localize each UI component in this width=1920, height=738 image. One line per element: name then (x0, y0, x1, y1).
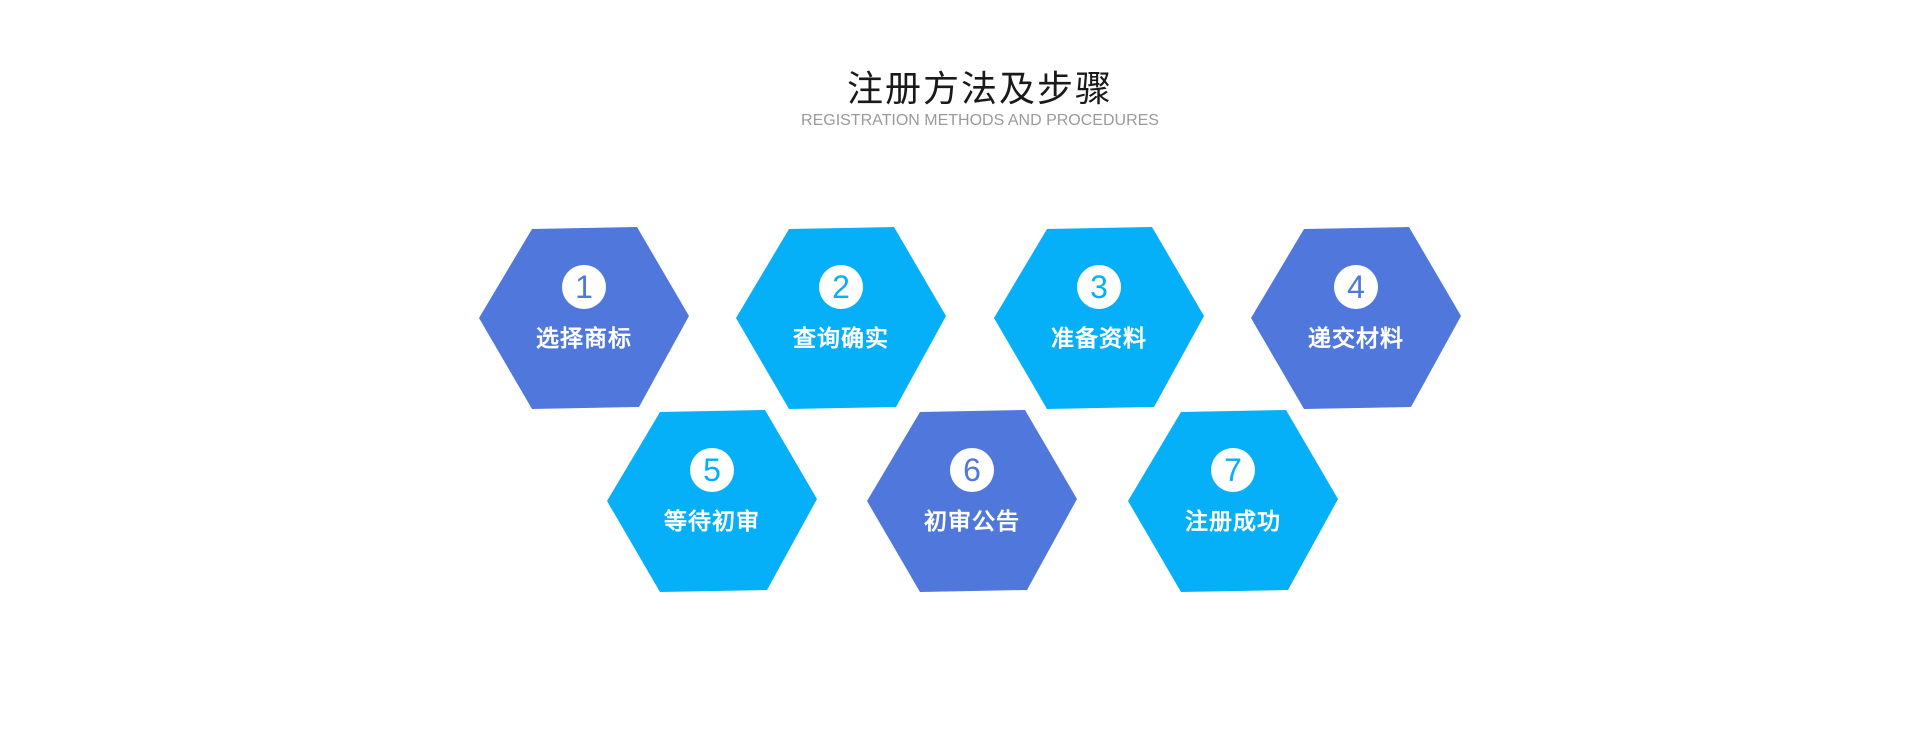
step-6-hexagon (867, 410, 1077, 592)
step-6-label: 初审公告 (924, 509, 1020, 535)
step-4-number: 4 (1334, 265, 1378, 309)
step-5-hexagon (607, 410, 817, 592)
step-4-label: 递交材料 (1308, 326, 1404, 352)
step-1-number: 1 (562, 265, 606, 309)
step-5: 5 等待初审 (607, 410, 817, 592)
step-3: 3 准备资料 (994, 227, 1204, 409)
step-7: 7 注册成功 (1128, 410, 1338, 592)
step-2-label: 查询确实 (793, 326, 889, 352)
step-2-hexagon (736, 227, 946, 409)
step-6: 6 初审公告 (867, 410, 1077, 592)
page-title: 注册方法及步骤 (846, 69, 1113, 110)
step-5-number: 5 (690, 448, 734, 492)
step-7-number: 7 (1211, 448, 1255, 492)
step-1-hexagon (479, 227, 689, 409)
step-3-hexagon (994, 227, 1204, 409)
step-3-number: 3 (1077, 265, 1121, 309)
step-1-label: 选择商标 (536, 326, 632, 352)
step-4-hexagon (1251, 227, 1461, 409)
step-5-label: 等待初审 (664, 509, 760, 535)
step-4: 4 递交材料 (1251, 227, 1461, 409)
step-2: 2 查询确实 (736, 227, 946, 409)
step-2-number: 2 (819, 265, 863, 309)
step-7-label: 注册成功 (1185, 509, 1281, 535)
step-6-number: 6 (950, 448, 994, 492)
step-7-hexagon (1128, 410, 1338, 592)
step-3-label: 准备资料 (1051, 326, 1147, 352)
page-subtitle: REGISTRATION METHODS AND PROCEDURES (801, 112, 1159, 129)
step-1: 1 选择商标 (479, 227, 689, 409)
